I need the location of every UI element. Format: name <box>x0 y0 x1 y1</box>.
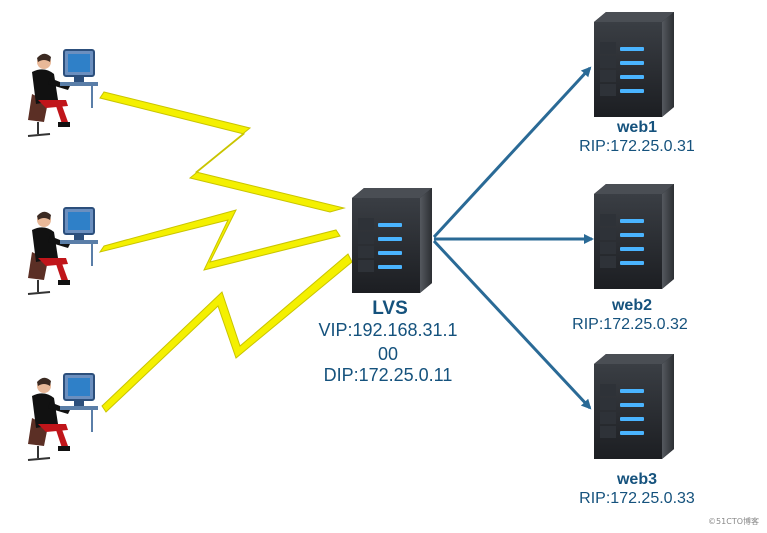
lvs-name-label: LVS <box>372 298 408 319</box>
web2-server <box>594 184 674 289</box>
server-icon <box>594 184 674 289</box>
lvs-dip-label: DIP:172.25.0.11 <box>323 365 453 385</box>
web3-rip-label: RIP:172.25.0.33 <box>579 490 695 507</box>
lightning-bolts <box>98 91 353 413</box>
server-icon <box>352 188 432 293</box>
client-2 <box>27 207 99 295</box>
client-3 <box>27 373 99 461</box>
web2-name-label: web2 <box>611 297 652 314</box>
web1-rip-label: RIP:172.25.0.31 <box>579 138 695 155</box>
lvs-server <box>352 188 432 293</box>
web2-rip-label: RIP:172.25.0.32 <box>572 316 688 333</box>
server-icon <box>594 12 674 117</box>
arrow-to-web3 <box>432 239 592 410</box>
client-1 <box>27 49 99 137</box>
web1-server <box>594 12 674 117</box>
lvs-vip-label: VIP:192.168.31.1 <box>318 320 458 340</box>
connection-arrows <box>432 66 594 410</box>
arrow-to-web1 <box>432 66 592 239</box>
lightning-bolt-1 <box>99 91 346 213</box>
server-icon <box>594 354 674 459</box>
lvs-vip-label-cont: 00 <box>377 344 399 364</box>
user-at-computer-icon <box>27 49 99 137</box>
user-at-computer-icon <box>27 373 99 461</box>
web3-server <box>594 354 674 459</box>
web1-name-label: web1 <box>616 119 657 136</box>
web3-name-label: web3 <box>616 471 657 488</box>
user-at-computer-icon <box>27 207 99 295</box>
lightning-bolt-2 <box>98 209 341 271</box>
watermark: ©51CTO博客 <box>708 517 759 526</box>
